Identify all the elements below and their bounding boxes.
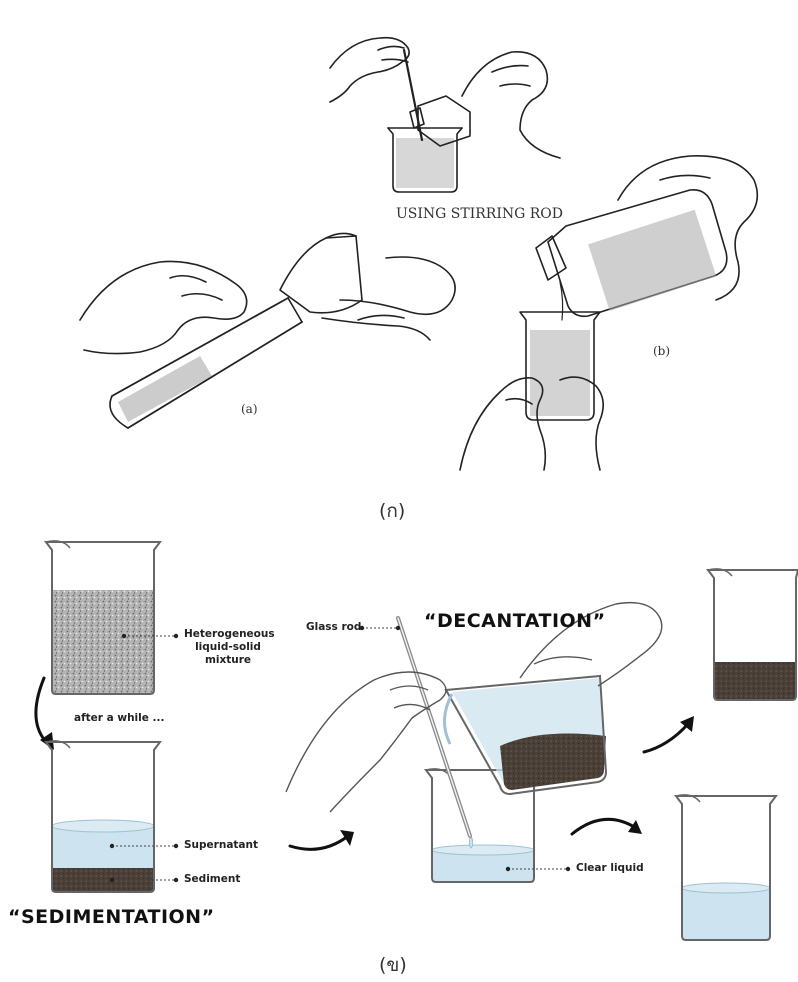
label-supernatant: Supernatant (184, 839, 258, 851)
caption-bottom: (ข) (379, 950, 407, 980)
title-sedimentation: “SEDIMENTATION” (8, 906, 215, 928)
arrow-to-liquid-beaker (572, 819, 636, 834)
beaker-liquid-result (676, 795, 776, 940)
beaker-sediment-result (708, 569, 798, 700)
beaker-sedimentation (46, 741, 178, 892)
arrow-to-sediment-beaker (644, 724, 688, 752)
arrow-to-decantation (290, 836, 348, 849)
arrow-after-while (36, 678, 48, 744)
beaker-mixture (46, 541, 178, 694)
title-decantation: “DECANTATION” (424, 610, 606, 632)
label-clear-liquid: Clear liquid (576, 862, 644, 874)
label-sediment: Sediment (184, 873, 240, 885)
label-glass-rod: Glass rod (306, 621, 361, 633)
label-after-while: after a while ... (74, 712, 165, 724)
label-mixture: Heterogeneous liquid-solid mixture (184, 628, 272, 667)
